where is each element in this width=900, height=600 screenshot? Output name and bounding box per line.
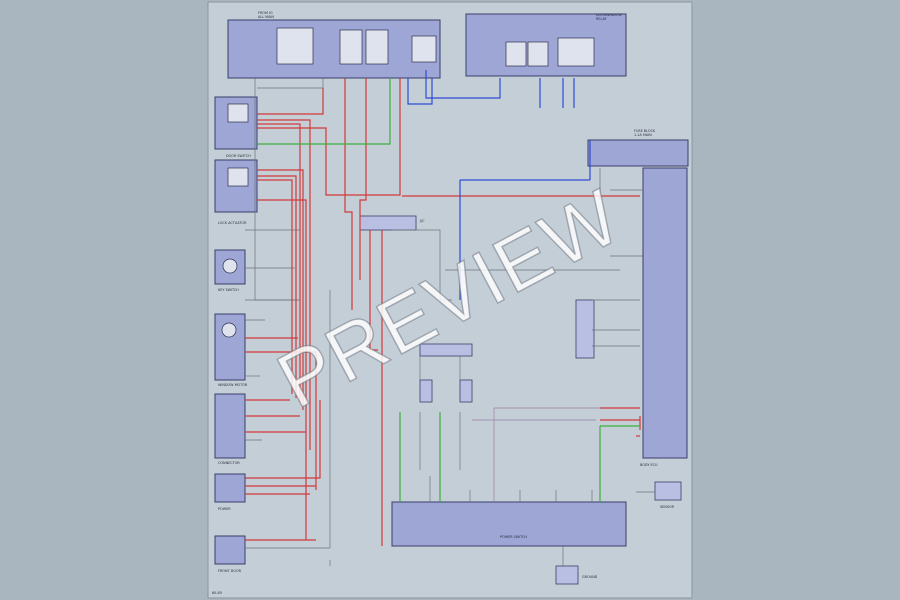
bottom-power-module — [391, 501, 627, 547]
bottom-ground-module — [555, 565, 579, 585]
relay-cell-3 — [557, 37, 595, 67]
left-label-2: LOCK ACTUATOR — [218, 221, 247, 225]
red-wires — [245, 78, 641, 546]
right-fuse-subtitle: 1-1A MAIN — [634, 133, 652, 137]
top-right-block-title: DOORWINDOW — [596, 13, 622, 17]
lamp-1 — [419, 379, 433, 403]
component-blocks: FROM IG ALL MAIN DOORWINDOW RELAY DOOR S… — [212, 11, 689, 595]
left-component-7 — [214, 535, 246, 565]
lamp-2 — [459, 379, 473, 403]
right-fuse-title: FUSE BLOCK — [634, 129, 656, 133]
sensor-title: SENSOR — [660, 505, 675, 509]
left-symbol-1 — [227, 103, 249, 123]
top-left-block-subtitle: ALL MAIN — [258, 15, 274, 19]
left-label-7: FRONT DOOR — [218, 569, 242, 573]
switch-cell-4 — [411, 35, 437, 63]
bottom-ground-title: GROUND — [582, 575, 598, 579]
left-component-5 — [214, 393, 246, 459]
left-label-6: POWER — [218, 507, 231, 511]
page-number: 60-85 — [212, 591, 222, 595]
mid-connector — [359, 215, 417, 231]
left-component-6 — [214, 473, 246, 503]
left-label-5: CONNECTOR — [218, 461, 240, 465]
switch-cell-2 — [339, 29, 363, 65]
bottom-right-sensor — [654, 481, 682, 501]
right-tall-module-title: BODY ECU — [640, 463, 658, 467]
mid-connector-title: J/C — [419, 219, 425, 223]
relay-cell-1 — [505, 41, 527, 67]
left-symbol-2 — [227, 167, 249, 187]
green-wires — [257, 78, 640, 502]
blue-wires — [407, 70, 591, 300]
left-label-1: DOOR SWITCH — [226, 154, 251, 158]
left-symbol-3 — [222, 258, 238, 274]
left-symbol-4 — [221, 322, 237, 338]
switch-cell-3 — [365, 29, 389, 65]
left-label-4: WINDOW MOTOR — [218, 383, 248, 387]
right-tall-module — [642, 167, 688, 459]
wires — [245, 70, 655, 566]
left-label-3: KEY SWITCH — [218, 288, 239, 292]
relay-cell-2 — [527, 41, 549, 67]
switch-cell-1 — [276, 27, 314, 65]
mauve-wires — [472, 407, 600, 502]
right-switch — [575, 299, 595, 359]
right-fuse-block — [587, 139, 689, 167]
top-left-switch-block — [227, 19, 441, 79]
top-left-block-title: FROM IG — [258, 11, 273, 15]
mid-lamp-module — [419, 343, 473, 357]
top-right-block-subtitle: RELAY — [596, 17, 608, 21]
bottom-module-title: POWER SWITCH — [500, 535, 527, 539]
